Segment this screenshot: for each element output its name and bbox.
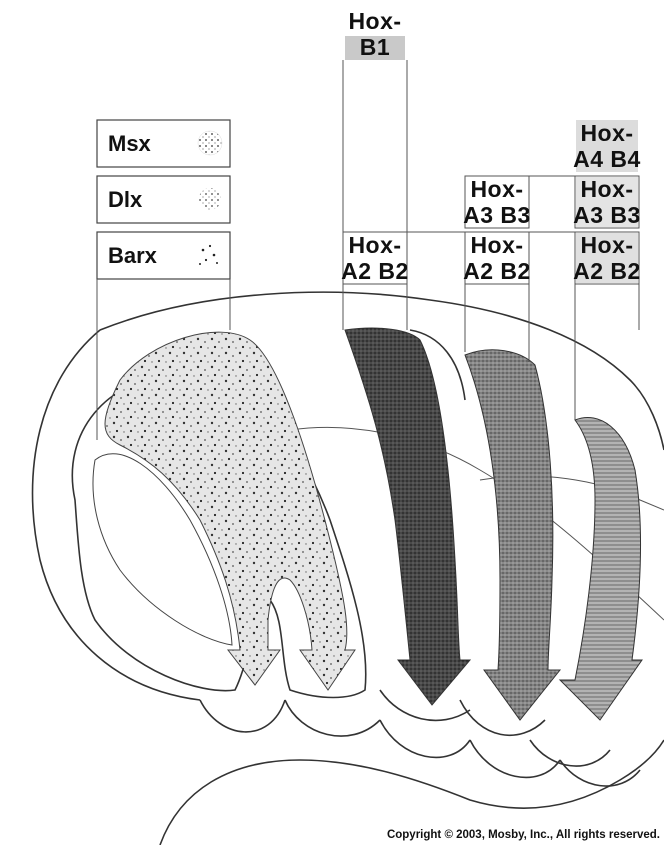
- hox-col3-a3b3-shade: [576, 177, 638, 227]
- dlx-swatch: [199, 188, 221, 210]
- arch-3-expression: [464, 349, 562, 721]
- hox-col2-a2b2-box: [464, 231, 530, 285]
- hox-b1-line2: B1: [360, 34, 390, 60]
- arch-4-expression: [558, 416, 643, 721]
- barx-swatch: [199, 244, 218, 265]
- hox-col1-a2b2-box: [342, 231, 408, 285]
- hox-col3-a4b4-line1: Hox-: [580, 120, 633, 146]
- arch-1-inner-cleft: [92, 453, 233, 646]
- msx-label: Msx: [108, 131, 152, 156]
- arch-4-outline: [529, 739, 611, 767]
- hox-labels: Hox- B1 Hox- A2 B2 Hox- A3 B3 Hox- A2 B2…: [341, 8, 641, 420]
- hox-col2-a3b3-line1: Hox-: [470, 176, 523, 202]
- hox-col3-a2b2-line1: Hox-: [580, 232, 633, 258]
- head-outline: [31, 291, 664, 701]
- hox-col3-a4b4-shade: [576, 120, 638, 172]
- arch-3-outline: [459, 699, 546, 736]
- hox-col2-a2b2-line2: A2 B2: [463, 258, 531, 284]
- hox-col2-a3b3-line2: A3 B3: [463, 202, 531, 228]
- dlx-legend-box: [96, 175, 231, 224]
- barx-legend-box: [96, 231, 231, 280]
- gene-legend: Msx Dlx Barx: [96, 119, 231, 440]
- dlx-label: Dlx: [108, 187, 143, 212]
- hox-col1-a2b2-line2: A2 B2: [341, 258, 409, 284]
- hox-col3-a3b3-line2: A3 B3: [573, 202, 641, 228]
- barx-label: Barx: [108, 243, 158, 268]
- hox-col3-a3b3-line1: Hox-: [580, 176, 633, 202]
- hox-b1-shade: [345, 36, 405, 60]
- hox-col3-a2b2-shade: [576, 233, 638, 283]
- arch-2-outline: [379, 329, 471, 722]
- hox-col2-a2b2-line1: Hox-: [470, 232, 523, 258]
- hox-b1-line1: Hox-: [348, 8, 401, 34]
- arch-2-expression: [344, 327, 472, 706]
- msx-swatch: [197, 130, 223, 156]
- hox-col3-a2b2-line2: A2 B2: [573, 258, 641, 284]
- lower-contour: [159, 739, 664, 845]
- hox-col3-a4b4-line2: A4 B4: [573, 146, 641, 172]
- hox-col1-a2b2-line1: Hox-: [348, 232, 401, 258]
- copyright-notice: Copyright © 2003, Mosby, Inc., All right…: [387, 829, 660, 841]
- lower-lobes: [199, 699, 641, 787]
- msx-dlx-barx-expression-domain: [104, 331, 356, 691]
- hox-col2-a3b3-box: [464, 175, 530, 229]
